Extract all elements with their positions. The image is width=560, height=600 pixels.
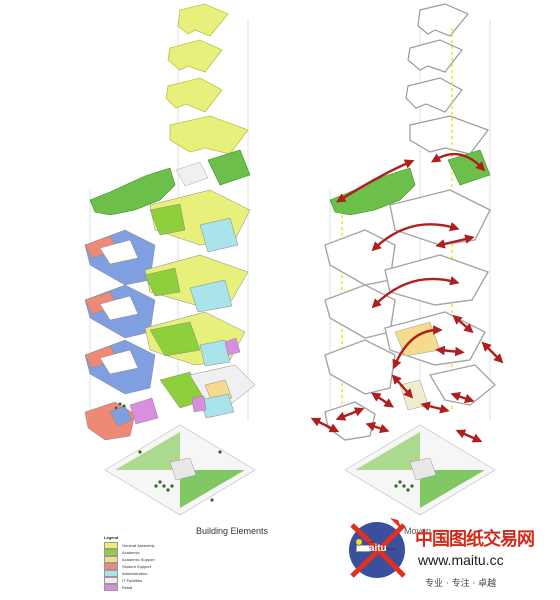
- legend-row: Student Support: [104, 563, 244, 570]
- legend-swatch: [104, 542, 118, 549]
- building-elements-diagram: [84, 3, 256, 516]
- floor-level-1: [84, 189, 251, 286]
- legend-swatch: [104, 570, 118, 577]
- legend-label: ...on: [366, 539, 374, 544]
- legend-label: Academic Support: [122, 557, 155, 562]
- legend-swatch: [356, 545, 370, 552]
- legend-row: Administration: [104, 570, 244, 577]
- legend-row: ...on: [356, 538, 436, 545]
- legend-label: IT Facilities: [122, 578, 143, 583]
- legend-row: Retail: [104, 584, 244, 591]
- legend-label: Student Support: [122, 564, 151, 569]
- assembly-tower-floors: [165, 3, 249, 155]
- floor-level-2: [84, 254, 249, 339]
- legend-swatch: [104, 577, 118, 584]
- building-elements-caption: Building Elements: [196, 526, 269, 536]
- site-plaza: [104, 424, 256, 516]
- legend-swatch: [104, 563, 118, 570]
- legend-label: General Assembly: [122, 543, 155, 548]
- legend-swatch: [104, 556, 118, 563]
- legend-swatch: [104, 549, 118, 556]
- watermark-slogan: 专业 · 专注 · 卓越: [425, 579, 497, 589]
- legend-swatch: [104, 584, 118, 591]
- legend-label: Administration: [122, 571, 148, 576]
- legend-row: Academic: [104, 549, 244, 556]
- maitu-logo: [349, 518, 406, 578]
- legend-label: Retail: [122, 585, 133, 590]
- movement-tower-floors: [405, 3, 489, 155]
- floor-level-ground: [84, 364, 256, 441]
- legend-label: Academic: [122, 550, 140, 555]
- watermark-url: www.maitu.cc: [418, 552, 504, 568]
- movement-caption-partial: Moven: [404, 526, 432, 536]
- watermark-logo-text: maitu: [360, 543, 387, 554]
- legend-row: ...Circulation: [356, 545, 436, 552]
- legend-label: ...Circulation: [374, 546, 397, 551]
- movement-site-plaza: [344, 424, 496, 516]
- legend-row: IT Facilities: [104, 577, 244, 584]
- legend-row: General Assembly: [104, 542, 244, 549]
- movement-diagram: [310, 3, 504, 516]
- green-roof-level: [89, 149, 251, 216]
- legend-row: Academic Support: [104, 556, 244, 563]
- legend-title: Legend: [104, 535, 119, 540]
- legend-swatch: [356, 538, 362, 545]
- watermark-chinese-title: 中国图纸交易网: [415, 529, 535, 550]
- floor-level-3: [84, 311, 246, 395]
- movement-legend: ...on ...Circulation: [356, 538, 436, 552]
